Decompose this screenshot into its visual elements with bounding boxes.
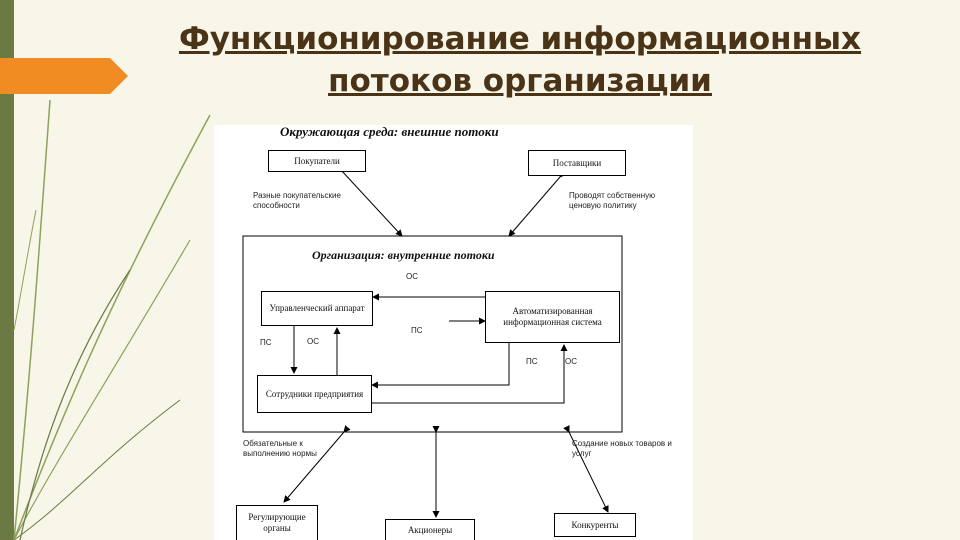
competitors-description: Создание новых товаров и услуг bbox=[572, 439, 672, 458]
employees-box: Сотрудники предприятия bbox=[257, 375, 372, 413]
title-line-1: Функционирование информационных bbox=[178, 21, 862, 57]
outer-heading: Окружающая среда: внешние потоки bbox=[280, 125, 499, 139]
orange-arrow-accent bbox=[0, 58, 128, 94]
suppliers-description: Проводят собственную ценовую политику bbox=[569, 191, 656, 210]
arrow-org-competitors bbox=[563, 425, 609, 513]
regulators-box: Регулирующие органы bbox=[236, 505, 318, 540]
buyers-description: Разные покупательские способности bbox=[253, 191, 341, 210]
arrow-org-regulators bbox=[283, 425, 351, 503]
title-line-2: потоков организации bbox=[328, 63, 712, 99]
ps-label-middle: ПС bbox=[411, 326, 423, 335]
arrow-employees-ais bbox=[372, 344, 568, 404]
competitors-box: Конкуренты bbox=[554, 513, 636, 537]
left-accent-bar bbox=[0, 0, 14, 540]
ps-label-right: ПС bbox=[526, 357, 538, 366]
arrow-ais-employees bbox=[371, 343, 510, 389]
ps-label-left: ПС bbox=[260, 338, 272, 347]
suppliers-box: Поставщики bbox=[528, 150, 626, 176]
os-label-right: ОС bbox=[565, 357, 577, 366]
org-heading: Организация: внутренние потоки bbox=[312, 248, 495, 262]
arrow-suppliers-org bbox=[508, 170, 567, 237]
os-label-top: ОС bbox=[406, 272, 418, 281]
regulators-description: Обязательные к выполнению нормы bbox=[243, 439, 317, 458]
decorative-leaf-lines bbox=[13, 99, 211, 540]
information-flow-diagram: Окружающая среда: внешние потоки Организ… bbox=[214, 125, 693, 540]
os-label-left: ОС bbox=[307, 337, 319, 346]
arrow-buyers-org bbox=[334, 163, 403, 237]
buyers-box: Покупатели bbox=[268, 150, 366, 172]
partners-box: Акционеры bbox=[385, 519, 475, 540]
management-box: Управленческий аппарат bbox=[261, 291, 373, 326]
automated-system-box: Автоматизированная информационная систем… bbox=[485, 291, 620, 343]
page-title: Функционирование информационных потоков … bbox=[130, 18, 910, 102]
diagram-connectors bbox=[242, 163, 623, 518]
